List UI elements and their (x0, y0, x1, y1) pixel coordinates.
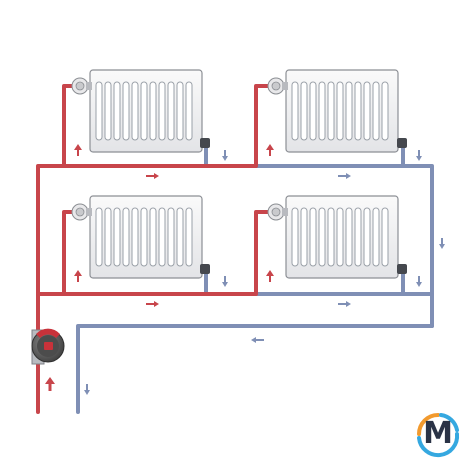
arrow-right-icon (338, 301, 351, 307)
outlet-valve-icon (200, 138, 407, 274)
arrow-down-icon (84, 384, 90, 395)
arrow-right-icon (146, 173, 159, 179)
circulation-pump-icon (31, 328, 65, 365)
brand-logo-icon (417, 413, 460, 458)
supply-header-mid (36, 210, 274, 296)
radiator-top-right (285, 69, 399, 153)
thermostatic-valve-icon (267, 77, 288, 95)
arrow-down-icon (416, 150, 422, 161)
thermostatic-valve-icon (267, 203, 288, 221)
radiator-top-left (89, 69, 203, 153)
return-flow-arrows (84, 150, 445, 395)
arrow-right-icon (338, 173, 351, 179)
thermostatic-valve-icon (71, 77, 92, 95)
arrow-down-icon (222, 150, 228, 161)
thermostatic-valve-icon (71, 203, 92, 221)
supply-pipes (36, 84, 274, 414)
arrow-down-icon (416, 276, 422, 287)
supply-riser-top-left (62, 84, 76, 168)
arrow-left-icon (251, 337, 264, 343)
arrow-up-icon (266, 144, 274, 156)
return-main (76, 324, 434, 414)
supply-riser-mid-left (62, 210, 76, 296)
arrow-down-icon (222, 276, 228, 287)
radiator-mid-right (285, 195, 399, 279)
arrow-up-icon (74, 144, 82, 156)
arrow-up-icon (74, 270, 82, 282)
arrow-right-icon (146, 301, 159, 307)
return-header-top (238, 164, 434, 328)
supply-main-riser (36, 84, 274, 414)
radiator-mid-left (89, 195, 203, 279)
arrow-up-icon (266, 270, 274, 282)
supply-flow-arrows (45, 144, 274, 391)
arrow-down-icon (439, 238, 445, 249)
arrow-up-icon (45, 377, 55, 391)
